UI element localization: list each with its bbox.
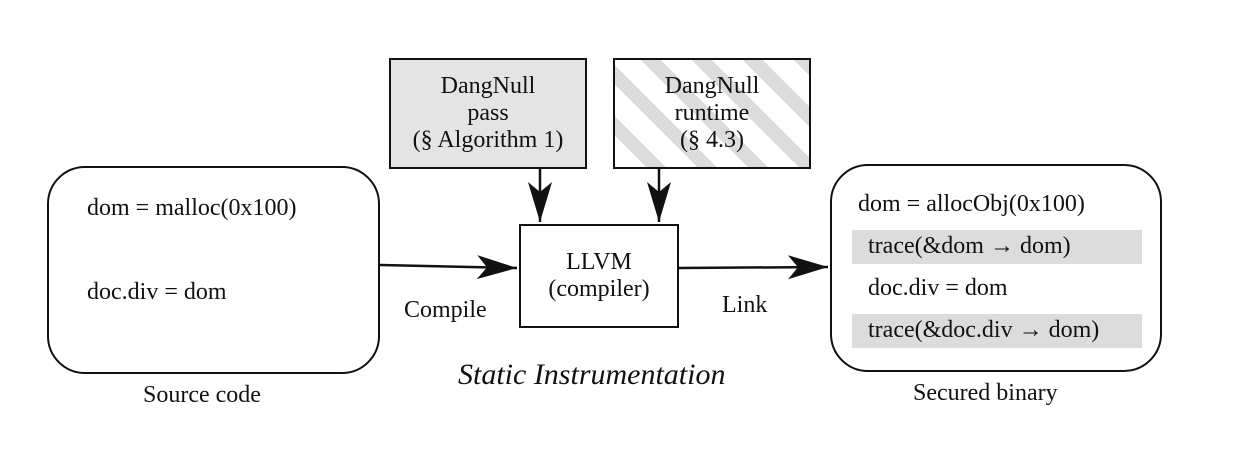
link-arrow	[678, 255, 829, 280]
secured-binary-box: dom = allocObj(0x100) trace(&dom → dom) …	[830, 164, 1162, 372]
compile-label: Compile	[404, 297, 487, 323]
source-line-malloc: dom = malloc(0x100)	[87, 195, 297, 221]
binary-line-assign: doc.div = dom	[868, 275, 1008, 301]
pass-line-kind: pass	[467, 100, 509, 126]
binary-line-trace-div: trace(&doc.div → dom)	[868, 317, 1100, 343]
pass-line-name: DangNull	[440, 73, 536, 99]
secured-binary-caption: Secured binary	[913, 380, 1058, 406]
trace-highlight-1	[852, 230, 1142, 264]
runtime-line-kind: runtime	[674, 100, 750, 126]
llvm-line-name: LLVM	[566, 249, 632, 275]
link-label: Link	[722, 292, 768, 318]
binary-line-alloc: dom = allocObj(0x100)	[858, 191, 1085, 217]
llvm-line-kind: (compiler)	[548, 276, 650, 302]
static-instrumentation-label: Static Instrumentation	[458, 358, 726, 391]
binary-line-trace-dom: trace(&dom → dom)	[868, 233, 1071, 259]
compile-arrow	[379, 255, 518, 280]
dangnull-runtime-box: DangNull runtime (§ 4.3)	[613, 58, 811, 169]
llvm-compiler-box: LLVM (compiler)	[519, 224, 679, 328]
source-line-assign: doc.div = dom	[87, 279, 227, 305]
pass-line-ref: (§ Algorithm 1)	[412, 127, 564, 153]
source-code-box: dom = malloc(0x100) doc.div = dom	[47, 166, 380, 374]
dangnull-pass-box: DangNull pass (§ Algorithm 1)	[389, 58, 587, 169]
source-code-caption: Source code	[143, 382, 261, 408]
trace-highlight-2	[852, 314, 1142, 348]
runtime-line-ref: (§ 4.3)	[680, 127, 744, 153]
runtime-line-name: DangNull	[664, 73, 760, 99]
